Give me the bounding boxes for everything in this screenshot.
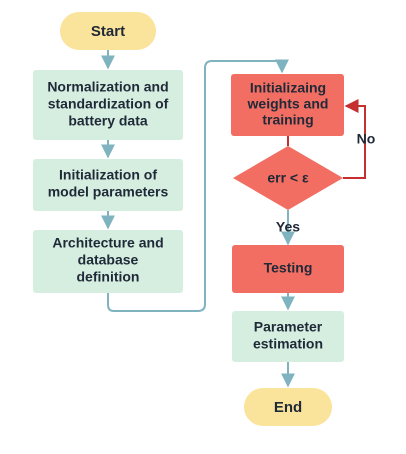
normalization-node: Normalization and standardization of bat…	[33, 70, 183, 140]
normalization-label-line-1: Normalization and	[47, 79, 168, 95]
yes-label: Yes	[276, 219, 300, 235]
architecture-label-line-2: database	[78, 252, 139, 268]
param-estimation-node: Parameter estimation	[232, 311, 344, 362]
architecture-node: Architecture and database definition	[33, 230, 183, 293]
decision-label: err < ε	[267, 170, 309, 186]
architecture-label-line-1: Architecture and	[52, 235, 163, 251]
init-weights-label-line-3: training	[262, 112, 313, 128]
architecture-label-line-3: definition	[77, 269, 140, 285]
init-weights-label-line-2: weights and	[247, 96, 329, 112]
init-weights-node: Initializaing weights and training	[231, 74, 344, 136]
no-label: No	[357, 131, 376, 147]
start-node: Start	[60, 12, 156, 50]
testing-label: Testing	[264, 260, 313, 276]
end-label: End	[274, 399, 302, 416]
normalization-label-line-2: standardization of	[48, 96, 169, 112]
init-params-label-line-1: Initialization of	[59, 167, 157, 183]
normalization-label-line-3: battery data	[68, 113, 148, 129]
init-weights-label-line-1: Initializaing	[250, 80, 326, 96]
start-label: Start	[91, 23, 125, 40]
end-node: End	[244, 388, 332, 426]
arrow-decision-no-loop	[343, 99, 366, 179]
arrow-architecture-to-init-weights	[107, 59, 289, 312]
init-params-node: Initialization of model parameters	[33, 159, 183, 211]
decision-node: err < ε	[233, 146, 343, 210]
init-params-label-line-2: model parameters	[48, 184, 169, 200]
param-estimation-label-line-2: estimation	[253, 336, 323, 352]
param-estimation-label-line-1: Parameter	[254, 319, 323, 335]
testing-node: Testing	[232, 245, 344, 293]
